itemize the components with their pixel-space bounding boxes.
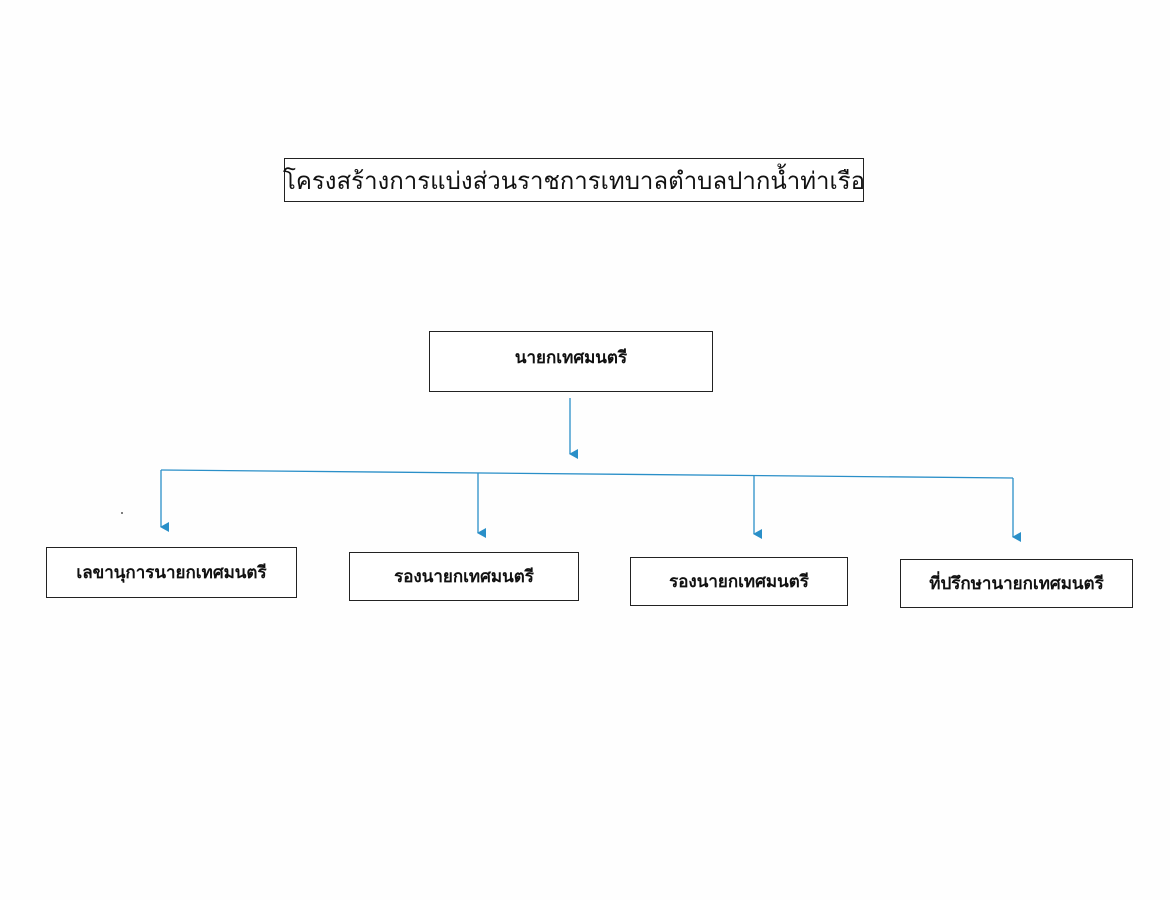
node-secretary: เลขานุการนายกเทศมนตรี [46, 547, 297, 598]
node-deputy-mayor-2: รองนายกเทศมนตรี [630, 557, 848, 606]
diagram-title-text: โครงสร้างการแบ่งส่วนราชการเทบาลตำบลปากน้… [282, 166, 866, 195]
node-advisor: ที่ปรึกษานายกเทศมนตรี [900, 559, 1133, 608]
connector-horizontal-bus [160, 469, 1014, 479]
scan-speck [121, 512, 123, 514]
node-deputy-mayor-1-label: รองนายกเทศมนตรี [394, 567, 534, 587]
node-deputy-mayor-1: รองนายกเทศมนตรี [349, 552, 579, 601]
node-secretary-label: เลขานุการนายกเทศมนตรี [76, 563, 267, 583]
node-deputy-mayor-2-label: รองนายกเทศมนตรี [669, 572, 809, 592]
node-mayor-label: นายกเทศมนตรี [514, 348, 628, 368]
node-mayor: นายกเทศมนตรี [429, 331, 713, 392]
node-advisor-label: ที่ปรึกษานายกเทศมนตรี [929, 574, 1104, 594]
diagram-title: โครงสร้างการแบ่งส่วนราชการเทบาลตำบลปากน้… [282, 158, 866, 202]
